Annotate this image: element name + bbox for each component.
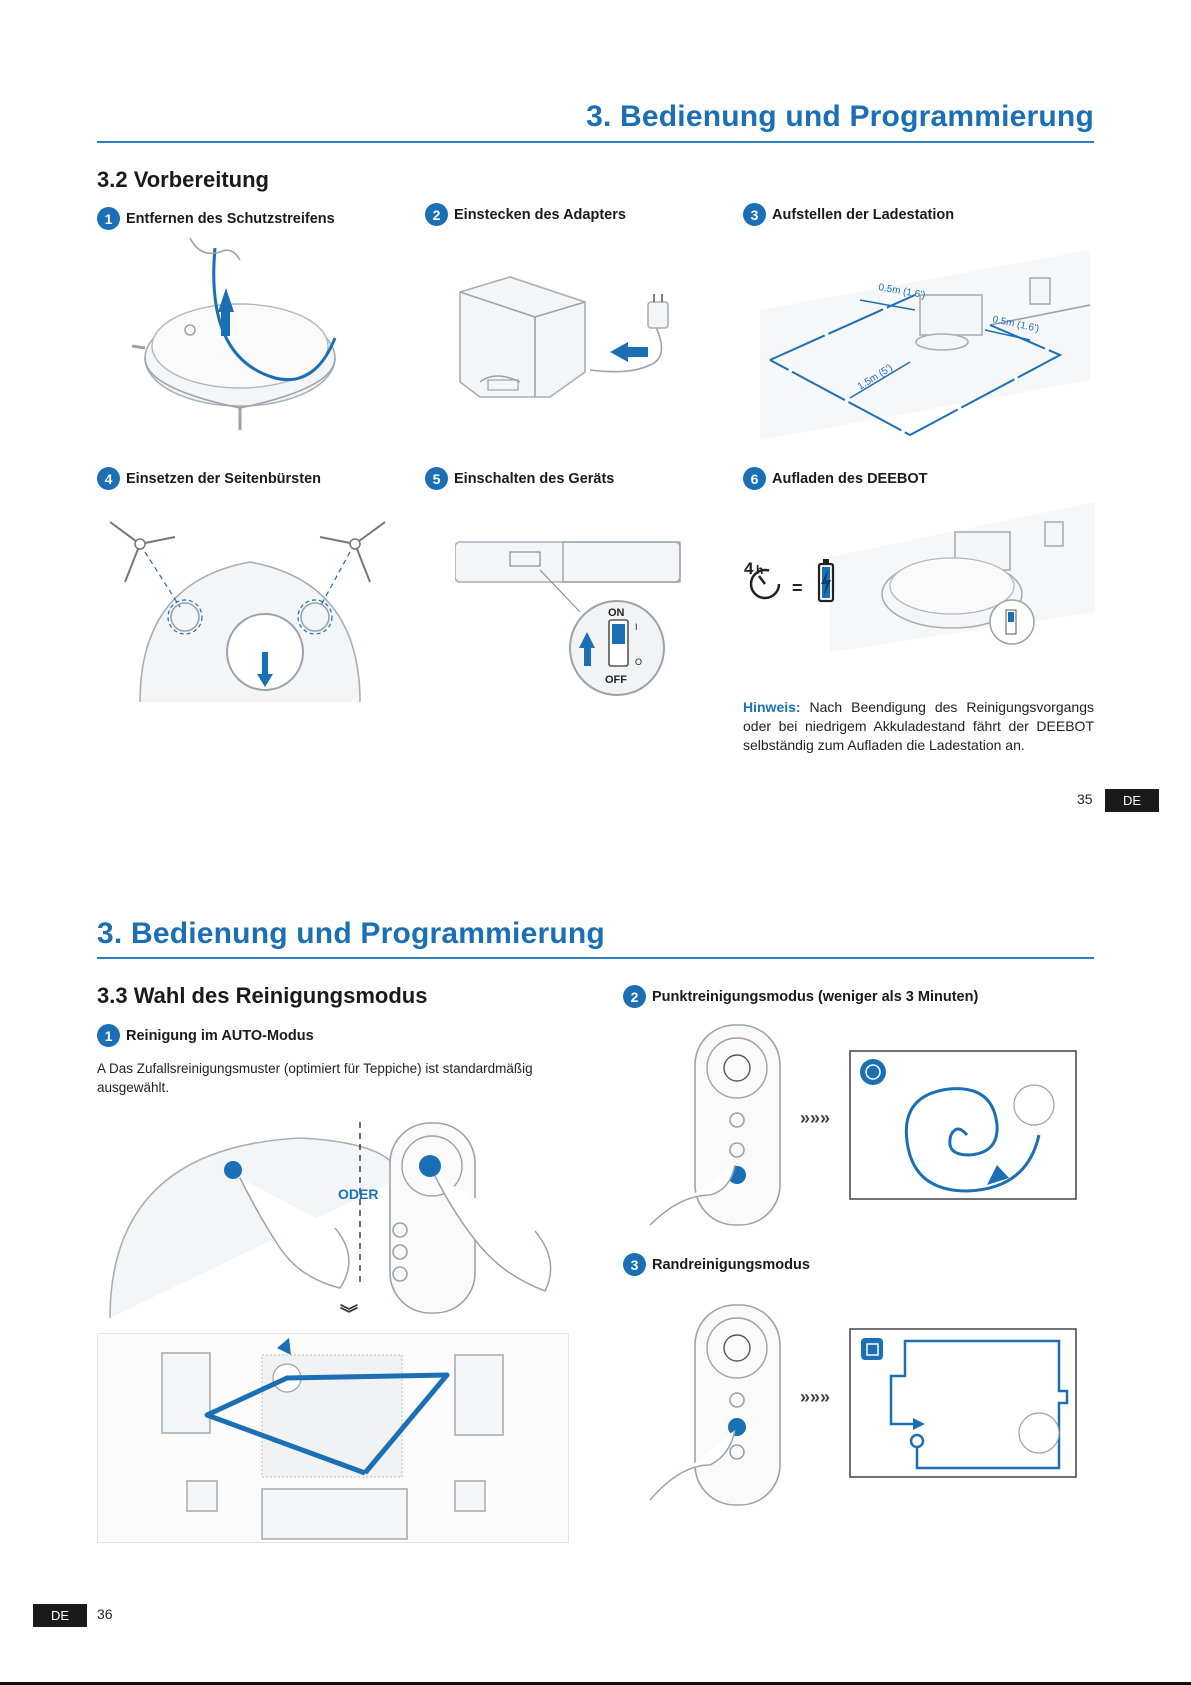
side-brush-illustration — [109, 521, 386, 702]
note-label: Hinweis: — [743, 699, 801, 715]
auto-mode-room-illustration — [97, 1333, 569, 1543]
chapter-title-top: 3. Bedienung und Programmierung — [586, 100, 1094, 133]
step-label: Einstecken des Adapters — [454, 206, 626, 223]
switch-off-mark: O — [635, 657, 642, 667]
lang-badge-bottom: DE — [33, 1604, 87, 1627]
chapter-title-bottom: 3. Bedienung und Programmierung — [97, 917, 605, 950]
step-number-badge: 5 — [425, 467, 448, 490]
step-3-heading: 3 Aufstellen der Ladestation — [743, 203, 954, 226]
step-number-badge: 3 — [743, 203, 766, 226]
page-number-36: 36 — [97, 1606, 113, 1622]
step-number-badge: 1 — [97, 207, 120, 230]
arrows-edge: »»» — [800, 1387, 831, 1407]
hinweis-note: Hinweis: Nach Beendigung des Reinigungsv… — [743, 698, 1094, 755]
step-4-heading: 4 Einsetzen der Seitenbürsten — [97, 467, 321, 490]
step-5-heading: 5 Einschalten des Geräts — [425, 467, 614, 490]
spot-mode-heading: 2 Punktreinigungsmodus (weniger als 3 Mi… — [623, 985, 978, 1008]
oder-label: ODER — [338, 1186, 379, 1202]
auto-mode-heading: 1 Reinigung im AUTO-Modus — [97, 1024, 314, 1047]
spot-mode-remote-illustration — [649, 1024, 781, 1226]
step-number-badge: 3 — [623, 1253, 646, 1276]
step-label: Punktreinigungsmodus (weniger als 3 Minu… — [652, 988, 979, 1005]
step-number-badge: 1 — [97, 1024, 120, 1047]
step-label: Einsetzen der Seitenbürsten — [126, 470, 321, 487]
lang-badge-top: DE — [1105, 789, 1159, 812]
section-title-reinigungsmodus: 3.3 Wahl des Reinigungsmodus — [97, 983, 428, 1008]
step-label: Einschalten des Geräts — [454, 470, 615, 487]
step-1-heading: 1 Entfernen des Schutzstreifens — [97, 207, 335, 230]
step-label: Aufstellen der Ladestation — [772, 206, 955, 223]
step-2-heading: 2 Einstecken des Adapters — [425, 203, 626, 226]
power-switch-illustration: ON OFF I O — [455, 541, 681, 696]
bottom-border — [0, 1682, 1191, 1685]
auto-mode-start-illustration — [109, 1122, 552, 1318]
step-number-badge: 2 — [425, 203, 448, 226]
charge-hours: 4 — [744, 559, 754, 578]
step-6-heading: 6 Aufladen des DEEBOT — [743, 467, 928, 490]
chapter-rule-bottom — [97, 957, 1094, 959]
note-text: Nach Beendigung des Reinigungsvorgangs o… — [743, 699, 1094, 753]
edge-mode-heading: 3 Randreinigungsmodus — [623, 1253, 810, 1276]
section-title-vorbereitung: 3.2 Vorbereitung — [97, 167, 269, 192]
auto-mode-text: A Das Zufallsreinigungsmuster (optimiert… — [97, 1061, 533, 1095]
step-label: Randreinigungsmodus — [652, 1256, 810, 1273]
arrows-spot: »»» — [800, 1108, 831, 1128]
charge-equals: = — [792, 578, 803, 598]
step-label: Reinigung im AUTO-Modus — [126, 1027, 314, 1044]
switch-on-mark: I — [635, 622, 638, 632]
spot-mode-path-illustration — [849, 1050, 1077, 1200]
switch-off-label: OFF — [605, 674, 627, 686]
chevron-down-icon: ︾ — [340, 1304, 358, 1324]
step-number-badge: 6 — [743, 467, 766, 490]
step-number-badge: 4 — [97, 467, 120, 490]
page-number-35: 35 — [1077, 791, 1093, 807]
charging-illustration: 4 h = — [744, 502, 1095, 652]
edge-mode-path-illustration — [849, 1328, 1077, 1478]
step-label: Entfernen des Schutzstreifens — [126, 210, 335, 227]
chapter-rule-top — [97, 141, 1094, 143]
step-label: Aufladen des DEEBOT — [772, 470, 928, 487]
robot-strip-illustration — [131, 238, 337, 430]
edge-mode-remote-illustration — [649, 1304, 781, 1506]
dock-adapter-illustration — [459, 276, 669, 398]
station-placement-illustration: 0.5m (1.6') 0.5m (1.6') 1.5m (5') — [760, 250, 1090, 440]
step-number-badge: 2 — [623, 985, 646, 1008]
switch-on-label: ON — [608, 607, 625, 619]
